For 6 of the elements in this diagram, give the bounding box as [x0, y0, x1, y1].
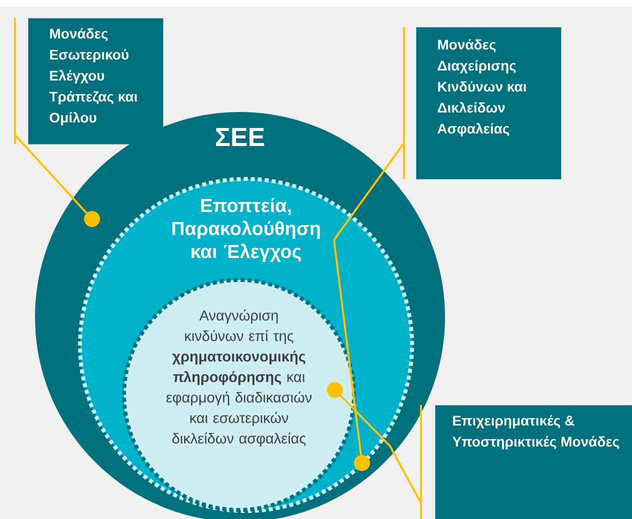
unit-box: Μονάδες Διαχείρισης Κινδύνων και Δικλείδων Ασφαλείας: [416, 27, 562, 180]
leader-line: [327, 382, 422, 519]
leader-line: [14, 17, 100, 227]
leader-line: [332, 26, 405, 471]
unit-box: Επιχειρηματικές & Υποστηρικτικές Μονάδες: [435, 405, 632, 519]
unit-box: Μονάδες Εσωτερικού Ελέγχου Τράπεζας και Ομίλου: [28, 18, 164, 144]
